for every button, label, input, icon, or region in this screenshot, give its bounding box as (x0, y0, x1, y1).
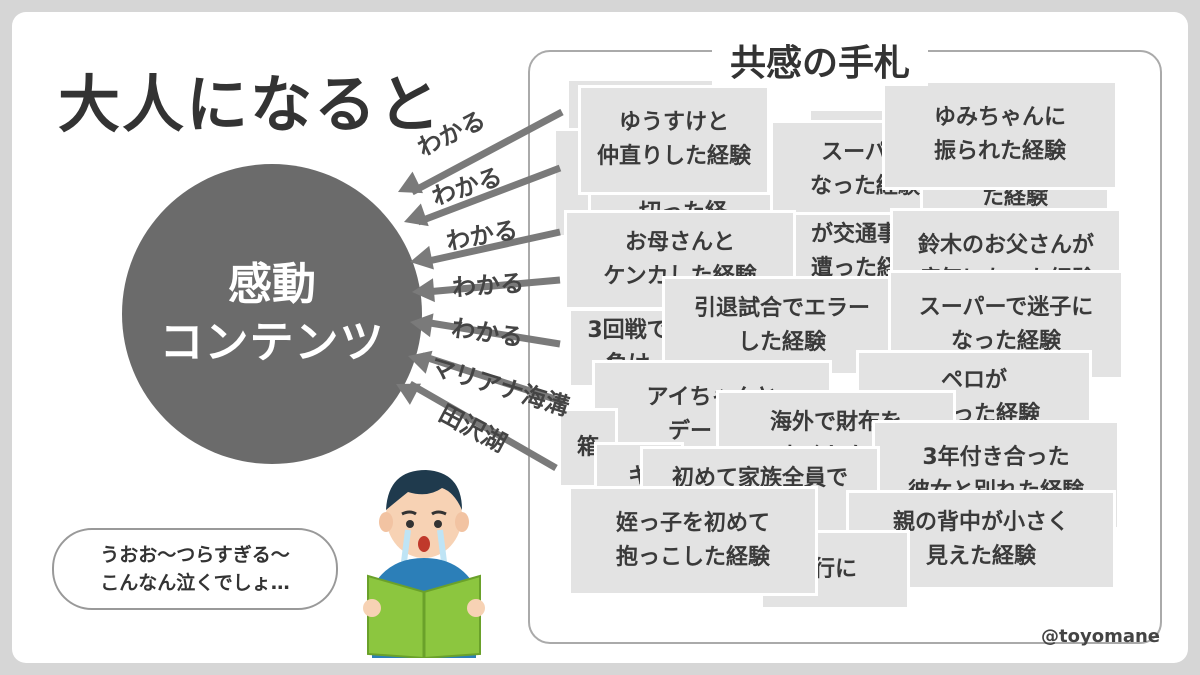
card-line-1: 鈴木のお父さんが (917, 233, 1094, 258)
experience-card: 引退試合でエラーした経験 (662, 276, 902, 376)
bubble-line-1: うおお〜つらすぎる〜 (100, 544, 290, 566)
arrow-head (396, 383, 422, 405)
arrow-head (404, 203, 429, 227)
card-line-1: 3回戦で (587, 318, 669, 343)
arrow-label: わかる (451, 269, 525, 302)
emotional-content-circle: 感動 コンテンツ (122, 164, 422, 464)
card-line-2: 仲直りした経験 (596, 144, 751, 169)
arrow-line (425, 276, 561, 296)
circle-line-2: コンテンツ (159, 317, 385, 368)
arrow-line (423, 228, 561, 266)
card-line-1: ゆみちゃんに (933, 105, 1066, 130)
card-line-1: ゆうすけと (618, 110, 729, 135)
experience-card: 姪っ子を初めて抱っこした経験 (568, 486, 818, 596)
experience-card: 親の背中が小さく見えた経験 (846, 490, 1116, 590)
card-line-2: 見えた経験 (925, 544, 1036, 569)
arrows-layer (396, 108, 566, 472)
card-line-2: なった経験 (950, 329, 1061, 354)
experience-card: ゆうすけと仲直りした経験 (578, 85, 770, 195)
card-line-1: 引退試合でエラー (693, 296, 870, 321)
arrow-line (420, 352, 566, 406)
arrow-line (423, 318, 561, 348)
card-line-2: した経験 (737, 330, 826, 355)
arrow-line (408, 380, 558, 472)
circle-line-1: 感動 (228, 259, 316, 310)
card-line-1: ペロが (940, 368, 1007, 393)
card-line-2: 抱っこした経験 (615, 545, 770, 570)
arrow-head (412, 278, 435, 303)
card-line-1: 箱 (576, 435, 599, 460)
infographic-frame: 大人になると 感動 コンテンツ ケ切った経ゆうすけと仲直りした経験スーパーなった… (12, 12, 1188, 663)
arrow-head (408, 350, 433, 374)
speech-bubble: うおお〜つらすぎる〜 こんなん泣くでしょ… (52, 528, 338, 610)
card-line-1: 3年付き合った (922, 445, 1070, 470)
author-credit: @toyomane (1041, 626, 1160, 647)
arrow-line (416, 164, 562, 226)
experience-card: ゆみちゃんに振られた経験 (882, 80, 1118, 190)
panel-title: 共感の手札 (712, 34, 929, 86)
card-line-1: 行に (812, 557, 857, 582)
arrow-head (410, 245, 434, 270)
card-line-2: 振られた経験 (933, 139, 1066, 164)
headline: 大人になると (58, 68, 443, 141)
card-line-1: 姪っ子を初めて (615, 511, 770, 536)
card-line-1: 親の背中が小さく (892, 510, 1069, 535)
arrow-line (410, 108, 564, 196)
bubble-line-2: こんなん泣くでしょ… (100, 572, 290, 594)
card-line-1: お母さんと (624, 230, 735, 255)
card-line-1: スーパーで迷子に (918, 295, 1094, 320)
arrow-head (398, 171, 424, 194)
arrow-head (410, 313, 434, 338)
card-line-1: が交通事 (810, 222, 899, 247)
crying-person-reading-illustration (363, 470, 485, 658)
